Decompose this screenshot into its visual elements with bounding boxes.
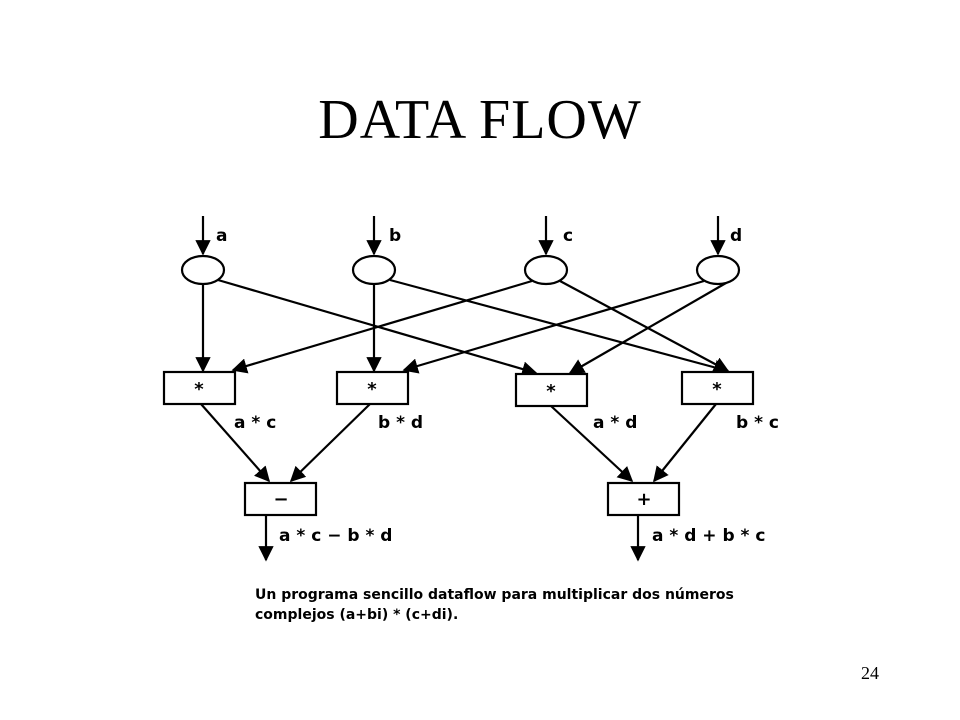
add-op: + [636,489,651,510]
product-label-ad: a * d [593,413,637,433]
wire-d-to-mul3 [568,282,727,374]
product-label-bd: b * d [378,413,423,433]
input-node-d [695,254,741,286]
result-label-imag: a * d + b * c [652,526,765,546]
wire-mul4-to-add [653,403,717,483]
input-label-c: c [563,226,573,246]
wire-mul3-to-add [550,405,634,483]
input-node-c [523,254,569,286]
input-node-a [180,254,226,286]
wire-mul1-to-sub [200,403,271,483]
wire-c-to-mul4 [559,280,730,372]
product-label-bc: b * c [736,413,779,433]
multiply-node-2 [335,370,410,406]
wire-b-to-mul4 [389,278,730,375]
multiply-node-1 [162,370,237,406]
wire-c-to-mul1 [231,279,533,374]
multiply-node-4 [680,370,755,406]
wire-d-to-mul2 [402,279,705,374]
subtract-op: − [273,489,288,510]
multiply-op-2: * [367,379,377,400]
caption-line-1: Un programa sencillo dataflow para multi… [255,587,734,603]
wire-mul2-to-sub [289,403,371,483]
subtract-node [243,481,318,517]
input-label-d: d [730,226,742,246]
multiply-op-3: * [546,381,556,402]
input-node-b [351,254,397,286]
result-label-real: a * c − b * d [279,526,392,546]
multiply-op-4: * [712,379,722,400]
slide-title: DATA FLOW [318,89,642,151]
product-label-ac: a * c [234,413,276,433]
caption-line-2: complejos (a+bi) * (c+di). [255,607,459,623]
diagram-caption: Un programa sencillo dataflow para multi… [255,585,795,625]
add-node [606,481,681,517]
multiply-op-1: * [194,379,204,400]
input-label-b: b [389,226,401,246]
input-label-a: a [216,226,227,246]
page-number: 24 [861,663,879,683]
